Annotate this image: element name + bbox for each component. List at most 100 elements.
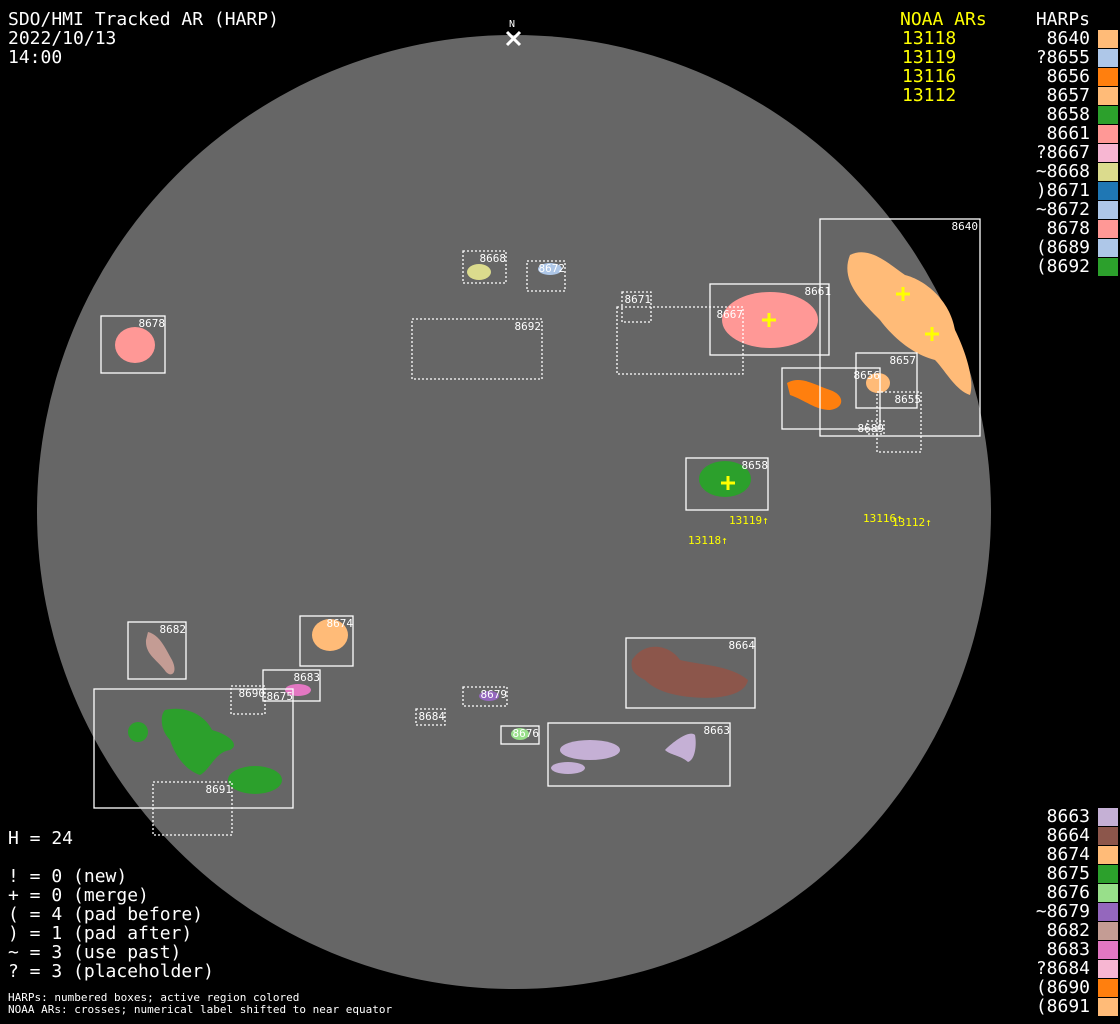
harp-legend-label: (8692 [1035, 256, 1090, 277]
stat-line: ~ = 3 (use past) [8, 942, 182, 963]
date: 2022/10/13 [8, 28, 117, 49]
harp-color-swatch [1098, 125, 1118, 143]
page-title: SDO/HMI Tracked AR (HARP) [8, 9, 279, 30]
north-label: N [509, 19, 515, 30]
harp-box-8657 [855, 352, 918, 409]
harp-legend-label: 8674 [1046, 844, 1090, 865]
harp-legend-label: ?8667 [1035, 142, 1090, 163]
harp-box-8672 [526, 260, 566, 292]
harp-box-label: 8658 [742, 459, 769, 472]
harp-color-swatch [1098, 258, 1118, 276]
harp-box-label: 8690 [239, 687, 266, 700]
region-8640 [847, 252, 972, 395]
noaa-marker-label: 13116↑ [863, 512, 903, 525]
harp-box-label: 8691 [206, 783, 233, 796]
harp-box-label: 8655 [895, 393, 922, 406]
stat-line: ? = 3 (placeholder) [8, 961, 214, 982]
harp-color-swatch [1098, 827, 1118, 845]
harp-color-swatch [1098, 144, 1118, 162]
harp-legend-label: 8661 [1046, 123, 1090, 144]
harp-legend-label: (8689 [1035, 237, 1090, 258]
harp-color-swatch [1098, 30, 1118, 48]
noaa-cross-icon [925, 327, 939, 341]
harp-box-label: 8683 [294, 671, 321, 684]
harps-heading: HARPs [1035, 9, 1090, 30]
harp-box-label: 8668 [480, 252, 507, 265]
region-8668 [467, 264, 491, 280]
harp-legend-label: 8657 [1046, 85, 1090, 106]
harp-box-8655 [876, 391, 922, 453]
harp-box-label: 8676 [513, 727, 540, 740]
noaa-item: 13119 [902, 47, 957, 68]
harp-box-label: 8692 [515, 320, 542, 333]
region-8656 [787, 380, 842, 410]
harp-box-label: 8672 [539, 262, 566, 275]
harp-legend-label: 8664 [1046, 825, 1090, 846]
harp-box-8690 [230, 685, 266, 715]
harp-legend-label: 8663 [1046, 806, 1090, 827]
harp-box-label: 8664 [729, 639, 756, 652]
region-8674 [312, 619, 348, 651]
harp-legend-label: 8640 [1046, 28, 1090, 49]
region-8675c [228, 766, 282, 794]
harp-color-swatch [1098, 68, 1118, 86]
footnote: NOAA ARs: crosses; numerical label shift… [8, 1003, 393, 1016]
noaa-cross-icon [762, 313, 776, 327]
harp-box-8663 [547, 722, 731, 787]
noaa-marker-label: 13119↑ [729, 514, 769, 527]
region-8676 [511, 728, 529, 740]
region-8672 [538, 263, 562, 275]
region-8675 [161, 708, 234, 775]
harp-legend-label: ~8679 [1035, 901, 1090, 922]
noaa-cross-icon [721, 476, 735, 490]
harp-box-label: 8674 [327, 617, 354, 630]
region-8663c [665, 733, 696, 762]
harp-legend-label: 8682 [1046, 920, 1090, 941]
harp-box-8674 [299, 615, 354, 667]
harp-legend-label: ?8684 [1035, 958, 1090, 979]
harp-box-label: 8678 [139, 317, 166, 330]
harp-color-swatch [1098, 87, 1118, 105]
harp-box-8667 [616, 306, 744, 375]
harp-count: H = 24 [8, 828, 74, 849]
harp-box-label: 8675 [267, 690, 294, 703]
harp-box-8675 [93, 688, 294, 809]
noaa-cross-icon [896, 287, 910, 301]
harp-box-8640 [819, 218, 981, 437]
harp-color-swatch [1098, 979, 1118, 997]
harp-color-swatch [1098, 49, 1118, 67]
harp-color-swatch [1098, 106, 1118, 124]
harp-box-8684 [415, 708, 446, 726]
time: 14:00 [8, 47, 63, 68]
harp-legend-label: (8691 [1035, 996, 1090, 1017]
harp-legend-label: )8671 [1035, 180, 1090, 201]
harp-box-label: 8684 [419, 710, 446, 723]
harp-box-label: 8656 [854, 369, 881, 382]
active-regions [115, 252, 972, 794]
stat-line: ) = 1 (pad after) [8, 923, 193, 944]
harp-box-8664 [625, 637, 756, 709]
harp-color-swatch [1098, 960, 1118, 978]
harp-color-swatch [1098, 846, 1118, 864]
harp-box-label: 8661 [805, 285, 832, 298]
north-pole-x-icon [505, 30, 522, 47]
harp-color-swatch [1098, 808, 1118, 826]
harp-color-swatch [1098, 163, 1118, 181]
harp-box-label: 8671 [625, 293, 652, 306]
region-8679 [479, 691, 499, 701]
region-8657 [866, 373, 890, 393]
region-8664 [631, 646, 748, 698]
harp-box-8658 [685, 457, 769, 511]
harp-color-swatch [1098, 884, 1118, 902]
harp-legend-label: ~8668 [1035, 161, 1090, 182]
noaa-item: 13118 [902, 28, 957, 49]
solar-disk [37, 35, 991, 989]
harp-box-label: 8640 [952, 220, 979, 233]
region-8658 [699, 461, 751, 497]
harp-legend-label: ?8655 [1035, 47, 1090, 68]
harp-box-8668 [462, 250, 507, 284]
region-8678 [115, 327, 155, 363]
harp-box-label: 8667 [717, 308, 744, 321]
harp-box-label: 8663 [704, 724, 731, 737]
harp-box-8679 [462, 686, 508, 707]
